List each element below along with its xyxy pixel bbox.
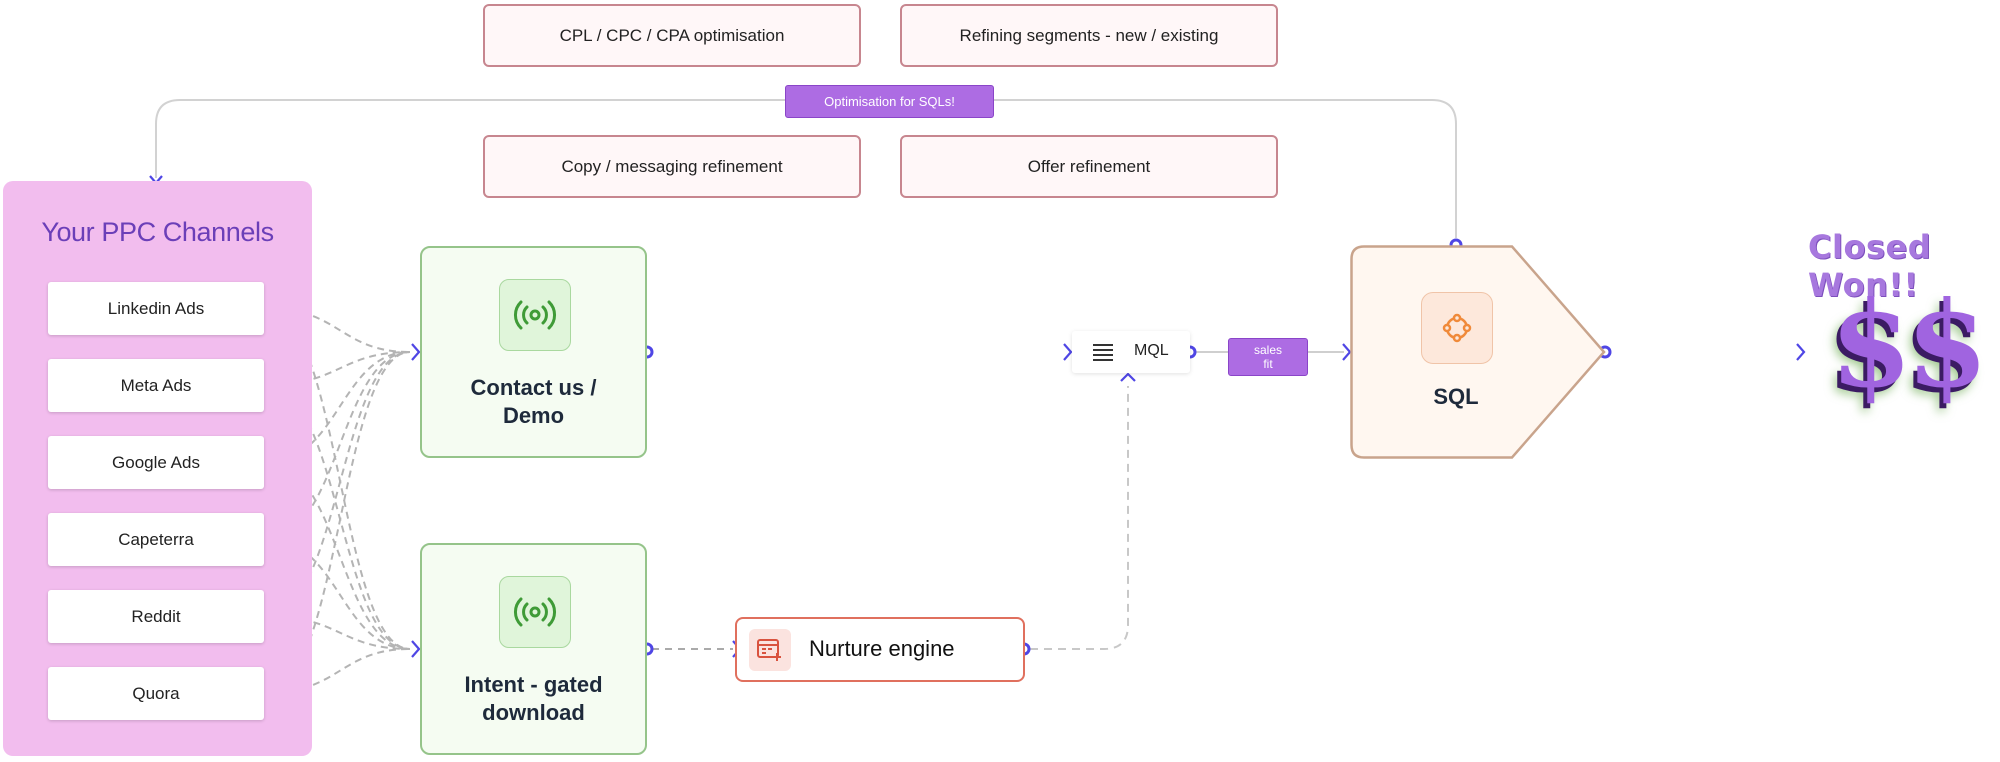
step-intent-gated-download[interactable]: Intent - gated download <box>420 543 647 755</box>
nurture-engine-node[interactable]: Nurture engine <box>735 617 1025 682</box>
channel-reddit[interactable]: Reddit <box>48 590 264 643</box>
sales-fit-line1: sales <box>1253 343 1282 357</box>
channel-linkedin-ads[interactable]: Linkedin Ads <box>48 282 264 335</box>
arrow-mql <box>1063 343 1073 361</box>
list-icon <box>1093 344 1113 361</box>
nurture-label: Nurture engine <box>809 636 955 661</box>
arrow-intent <box>411 640 421 658</box>
step-label-line1: Intent - gated <box>464 672 603 697</box>
calendar-add-icon <box>749 629 791 671</box>
arrow-sql <box>1342 343 1352 361</box>
step-label-line2: Demo <box>502 403 565 428</box>
broadcast-icon <box>499 576 571 648</box>
mql-label: MQL <box>1134 342 1169 359</box>
step-contact-demo[interactable]: Contact us / Demo <box>420 246 647 458</box>
step-label-line1: Contact us / <box>470 375 597 400</box>
optimisation-card-offer: Offer refinement <box>900 135 1278 198</box>
optimisation-card-cost: CPL / CPC / CPA optimisation <box>483 4 861 67</box>
broadcast-icon <box>499 279 571 351</box>
mql-node[interactable]: MQL <box>1072 331 1190 373</box>
arrow-closed <box>1796 343 1806 361</box>
nodes-icon <box>1421 292 1493 364</box>
dollar-signs: $$ <box>1830 275 1988 414</box>
optimisation-card-copy: Copy / messaging refinement <box>483 135 861 198</box>
closed-won-title: Closed Won!! <box>1808 228 1932 304</box>
optimisation-card-segments: Refining segments - new / existing <box>900 4 1278 67</box>
channel-google-ads[interactable]: Google Ads <box>48 436 264 489</box>
panel-title: Your PPC Channels <box>41 217 274 247</box>
channel-meta-ads[interactable]: Meta Ads <box>48 359 264 412</box>
wire-nurture-mql <box>1030 386 1129 650</box>
sales-fit-line2: fit <box>1263 357 1273 371</box>
arrow-contact <box>411 343 421 361</box>
sql-node[interactable]: SQL <box>1350 245 1608 459</box>
channel-quora[interactable]: Quora <box>48 667 264 720</box>
optimisation-banner: Optimisation for SQLs! <box>785 85 994 118</box>
step-label-line2: download <box>482 700 585 725</box>
arrow-mql-up <box>1120 372 1136 382</box>
sales-fit-badge: sales fit <box>1228 338 1308 376</box>
channel-capeterra[interactable]: Capeterra <box>48 513 264 566</box>
sql-label: SQL <box>1433 384 1479 409</box>
